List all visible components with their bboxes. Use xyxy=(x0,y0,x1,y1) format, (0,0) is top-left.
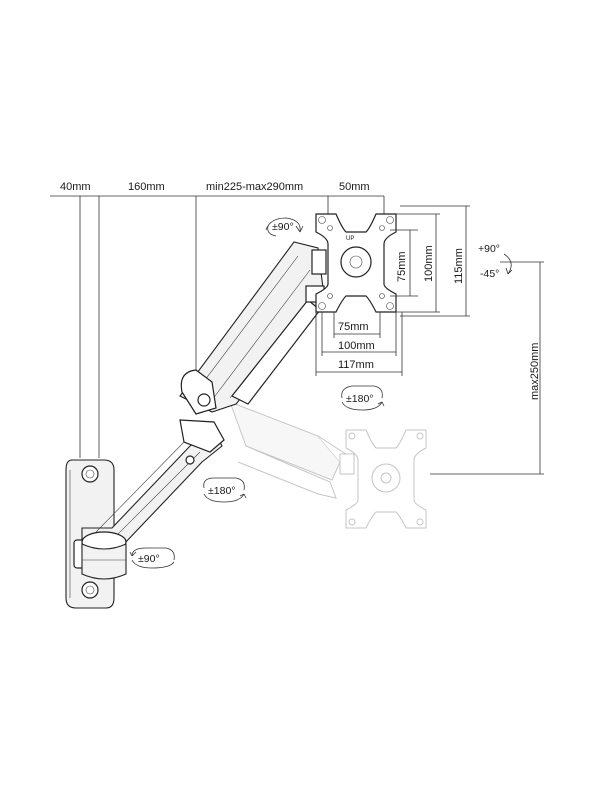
plate-height-dimension: 115mm xyxy=(453,248,465,284)
vesa-100-height: 100mm xyxy=(423,245,435,282)
vesa-75-width: 75mm xyxy=(338,321,369,333)
upper-arm xyxy=(179,241,327,415)
vesa-100-width: 100mm xyxy=(338,340,375,352)
rotate-monitor-label: ±180° xyxy=(346,393,373,405)
top-dimension-lines xyxy=(50,195,385,458)
ghost-arm-position xyxy=(229,401,427,529)
first-arm-dimension: 160mm xyxy=(128,181,165,193)
plate-up-mark: UP xyxy=(346,236,354,242)
second-arm-dimension: min225-max290mm xyxy=(206,181,303,193)
vesa-plate xyxy=(315,213,397,313)
rotate-monitor-indicator xyxy=(341,385,385,411)
plate-swivel-label: ±90° xyxy=(272,221,294,233)
plate-width-dimension: 117mm xyxy=(338,359,374,371)
tilt-down-label: -45° xyxy=(480,268,499,280)
arm-joint-label: ±180° xyxy=(208,485,235,497)
arm-joint-indicator xyxy=(203,477,247,503)
max-height-dimension-line xyxy=(430,261,544,475)
tilt-indicator xyxy=(503,253,513,275)
lower-arm xyxy=(81,419,225,580)
plate-depth-dimension: 50mm xyxy=(339,181,370,193)
wall-offset-dimension: 40mm xyxy=(60,181,91,193)
plate-swivel-indicator xyxy=(265,217,304,237)
vesa-75-height: 75mm xyxy=(396,251,408,282)
wall-swivel-indicator xyxy=(129,547,175,569)
wall-swivel-label: ±90° xyxy=(138,553,160,565)
max-height-label: max250mm xyxy=(529,343,541,400)
tilt-up-label: +90° xyxy=(478,243,500,255)
plate-dimension-lines xyxy=(315,205,470,376)
